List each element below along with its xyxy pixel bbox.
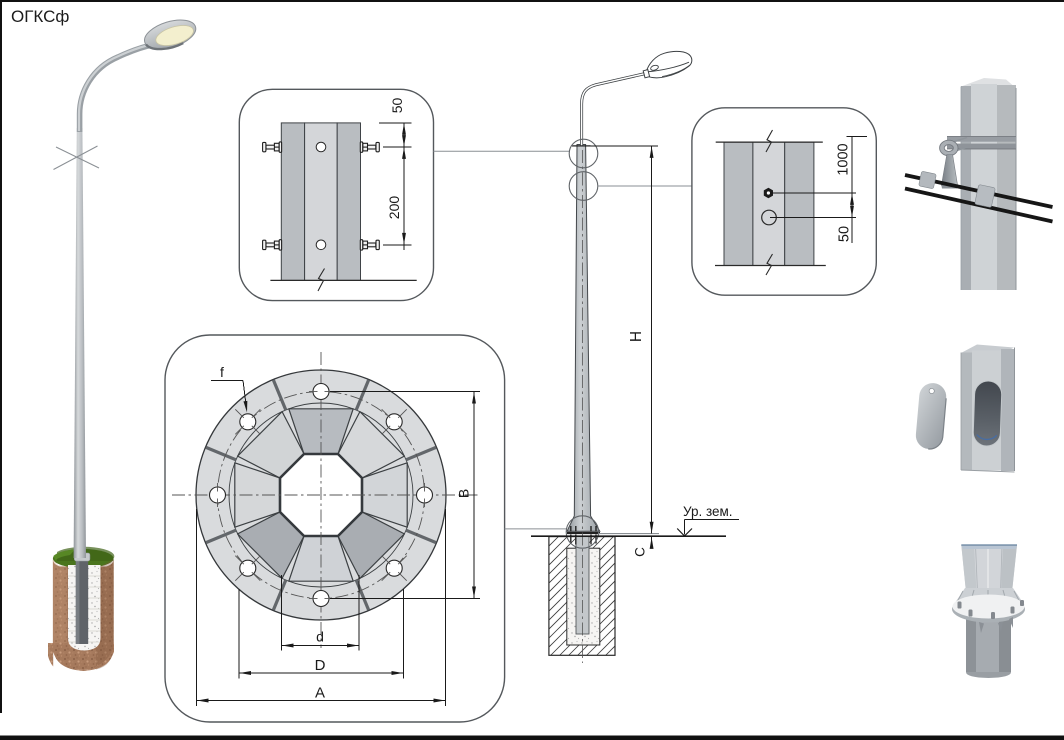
- svg-text:ОГКСф: ОГКСф: [11, 7, 69, 26]
- svg-text:H: H: [628, 331, 645, 342]
- svg-text:A: A: [315, 685, 325, 702]
- svg-text:50: 50: [837, 226, 853, 242]
- svg-text:200: 200: [386, 196, 402, 220]
- svg-text:50: 50: [389, 98, 405, 114]
- svg-text:Ур. зем.: Ур. зем.: [683, 504, 733, 519]
- svg-text:1000: 1000: [836, 143, 852, 175]
- svg-text:d: d: [316, 629, 324, 645]
- svg-text:f: f: [220, 364, 224, 380]
- svg-text:B: B: [456, 489, 472, 498]
- svg-text:C: C: [633, 547, 648, 557]
- svg-text:D: D: [315, 657, 326, 674]
